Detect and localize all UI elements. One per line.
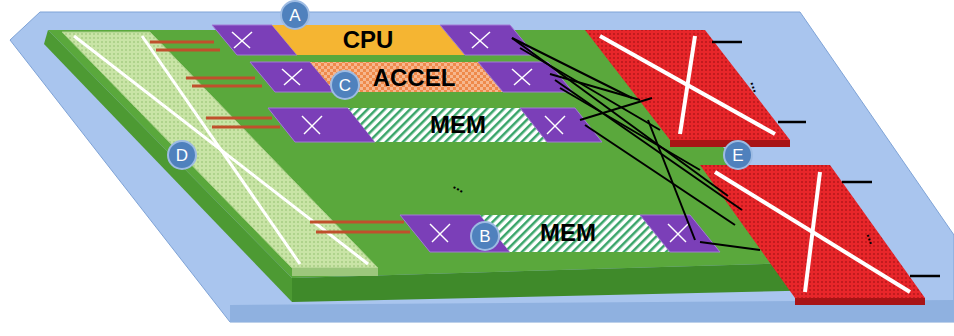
accelerator-chip: ACCEL [369, 63, 460, 93]
callout-letter: D [176, 147, 188, 164]
chip-label: MEM [430, 113, 486, 137]
callout-letter: A [289, 7, 300, 24]
chip-label: ACCEL [373, 66, 456, 90]
callout-letter: B [479, 228, 490, 245]
callout-circle: A [280, 0, 310, 30]
chip-label: CPU [343, 28, 394, 52]
memory-chip: MEM [536, 218, 600, 248]
callout-letter: E [732, 147, 743, 164]
callout-letter: C [339, 77, 351, 94]
callout-circle: C [330, 70, 360, 100]
memory-chip: MEM [426, 110, 490, 140]
callout-circle: E [723, 140, 753, 170]
callout-circle: B [470, 221, 500, 251]
callout-circle: D [167, 140, 197, 170]
chip-label: MEM [540, 221, 596, 245]
cpu-chip: CPU [339, 25, 398, 55]
